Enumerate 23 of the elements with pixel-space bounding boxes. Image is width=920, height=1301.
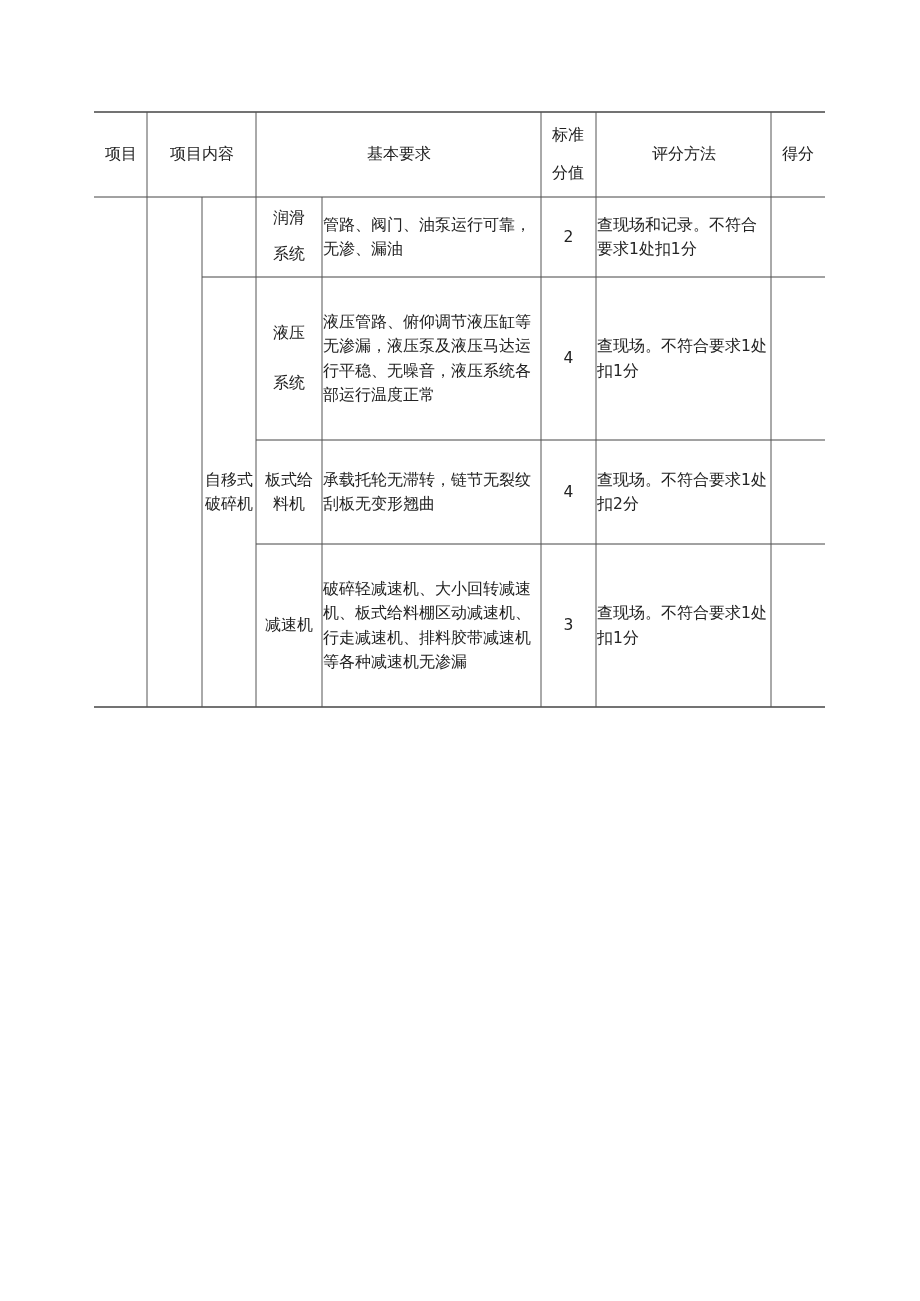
table-cell-text: 自移式破碎机: [204, 470, 254, 515]
table-cell-text: 项目: [104, 144, 137, 166]
table-cell-text: 查现场和记录。不符合要求1处扣1分: [597, 215, 758, 260]
table-cell-text: 液压管路、俯仰调节液压缸等无渗漏，液压泵及液压马达运行平稳、无噪音，液压系统各部运行温度正常: [323, 312, 532, 406]
table-cell-text: 2: [563, 227, 574, 248]
table-cell-text: 4: [563, 482, 574, 503]
table-cell-text: 查现场。不符合要求1处扣1分: [597, 336, 768, 382]
table-cell-text: 润滑系统: [272, 208, 306, 265]
table-cell-text: 板式给料机: [264, 470, 314, 515]
table-cell-text: 标准分值: [552, 125, 585, 184]
table-cell-text: 查现场。不符合要求1处扣2分: [597, 470, 768, 515]
table-cell-text: 项目内容: [169, 144, 234, 166]
table-cell-text: 基本要求: [366, 144, 431, 166]
table-cell-text: 得分: [782, 144, 814, 166]
table-cell-text: 减速机: [265, 615, 313, 637]
table-cell-text: 评分方法: [651, 144, 716, 166]
table-cell-text: 3: [563, 615, 574, 637]
table-cell-text: 破碎轻减速机、大小回转减速机、板式给料棚区动减速机、行走减速机、排料胶带减速机等各种减速机无渗漏: [323, 579, 532, 673]
table-cell-text: 管路、阀门、油泵运行可靠，无渗、漏油: [323, 215, 532, 260]
table-cell-text: 承载托轮无滞转，链节无裂纹刮板无变形翘曲: [323, 470, 532, 515]
table-cell-text: 查现场。不符合要求1处扣1分: [597, 603, 768, 649]
table-cell-text: 4: [563, 348, 574, 370]
table-cell-text: 液压系统: [272, 322, 306, 394]
